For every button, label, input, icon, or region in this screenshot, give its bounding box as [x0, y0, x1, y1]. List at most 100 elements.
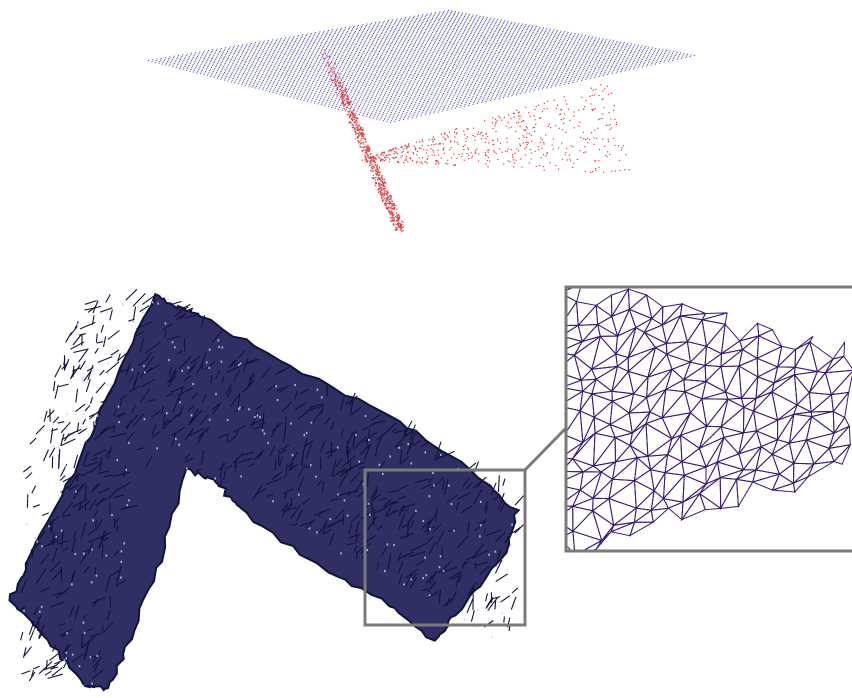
plane-point — [506, 30, 508, 32]
plane-point — [586, 54, 588, 55]
plane-point — [356, 65, 357, 67]
plane-point — [424, 17, 426, 19]
plane-point — [638, 51, 639, 53]
plane-point — [376, 33, 378, 35]
plane-point — [256, 47, 258, 49]
plane-point — [555, 39, 557, 41]
plane-point — [290, 48, 292, 50]
plane-point — [384, 33, 386, 35]
plane-point — [444, 67, 446, 69]
plane-point — [271, 70, 273, 72]
plane-point — [345, 79, 346, 81]
plane-point — [323, 83, 325, 85]
plane-point — [442, 94, 444, 96]
plane-point — [515, 64, 517, 66]
plane-point — [334, 69, 336, 71]
plane-point — [319, 99, 321, 101]
plane-point — [350, 67, 352, 69]
plane-point — [386, 52, 387, 54]
plane-point — [479, 89, 481, 91]
plane-point — [236, 48, 238, 50]
plane-point — [440, 38, 441, 40]
plane-point — [376, 55, 378, 57]
plane-point — [318, 69, 320, 71]
plane-point — [249, 74, 251, 76]
plane-point — [495, 29, 497, 31]
plane-point — [486, 91, 488, 93]
plane-point — [292, 66, 294, 68]
plane-point — [326, 76, 328, 78]
plane-point — [352, 102, 354, 104]
plane-point — [367, 43, 369, 45]
plane-point — [381, 99, 383, 101]
plane-point — [433, 112, 435, 114]
plane-point — [226, 52, 228, 54]
plane-point — [418, 65, 420, 66]
plane-point — [310, 63, 312, 65]
plane-point — [520, 39, 522, 41]
plane-point — [507, 22, 508, 24]
plane-point — [345, 77, 347, 79]
plane-point — [282, 79, 284, 81]
plane-point — [470, 32, 472, 34]
plane-point — [383, 35, 385, 37]
plane-point — [275, 48, 277, 50]
plane-point — [487, 29, 489, 31]
plane-point — [501, 61, 503, 63]
plane-point — [588, 72, 590, 74]
plane-point — [659, 54, 661, 55]
plane-point — [475, 30, 477, 32]
plane-point — [448, 43, 450, 45]
plane-point — [428, 67, 430, 69]
plane-point — [325, 42, 327, 44]
plane-point — [423, 69, 425, 71]
plane-point — [566, 48, 568, 50]
plane-point — [484, 57, 486, 59]
plane-point — [589, 70, 591, 72]
plane-point — [197, 54, 199, 56]
plane-point — [247, 57, 248, 59]
plane-point — [376, 27, 378, 29]
plane-point — [391, 50, 393, 52]
plane-point — [362, 38, 364, 40]
plane-point — [312, 51, 314, 53]
plane-point — [380, 32, 382, 34]
plane-point — [217, 77, 219, 79]
plane-point — [262, 89, 264, 91]
plane-point — [319, 76, 320, 78]
plane-point — [411, 93, 413, 95]
plane-point — [491, 66, 493, 68]
plane-point — [276, 53, 278, 55]
plane-point — [479, 29, 481, 31]
plane-point — [485, 40, 487, 42]
plane-point — [408, 38, 410, 40]
plane-point — [384, 25, 386, 27]
plane-point — [474, 32, 476, 34]
plane-point — [508, 86, 510, 88]
plane-point — [306, 86, 308, 88]
plane-point — [368, 35, 369, 37]
plane-point — [468, 51, 470, 52]
plane-point — [459, 83, 461, 85]
plane-point — [423, 33, 425, 35]
plane-point — [251, 71, 253, 73]
plane-point — [524, 55, 525, 57]
plane-point — [331, 30, 333, 32]
plane-point — [449, 104, 451, 106]
plane-point — [403, 103, 405, 104]
plane-point — [378, 59, 380, 61]
plane-point — [484, 64, 486, 66]
plane-point — [398, 51, 400, 53]
plane-point — [189, 70, 191, 72]
plane-point — [166, 61, 168, 63]
plane-point — [470, 25, 472, 26]
plane-point — [253, 60, 255, 62]
plane-point — [485, 34, 486, 36]
plane-point — [462, 69, 464, 71]
plane-point — [458, 55, 459, 57]
plane-point — [550, 64, 552, 66]
plane-point — [492, 79, 494, 81]
plane-point — [425, 112, 427, 114]
plane-point — [380, 78, 382, 80]
plane-point — [328, 36, 330, 38]
